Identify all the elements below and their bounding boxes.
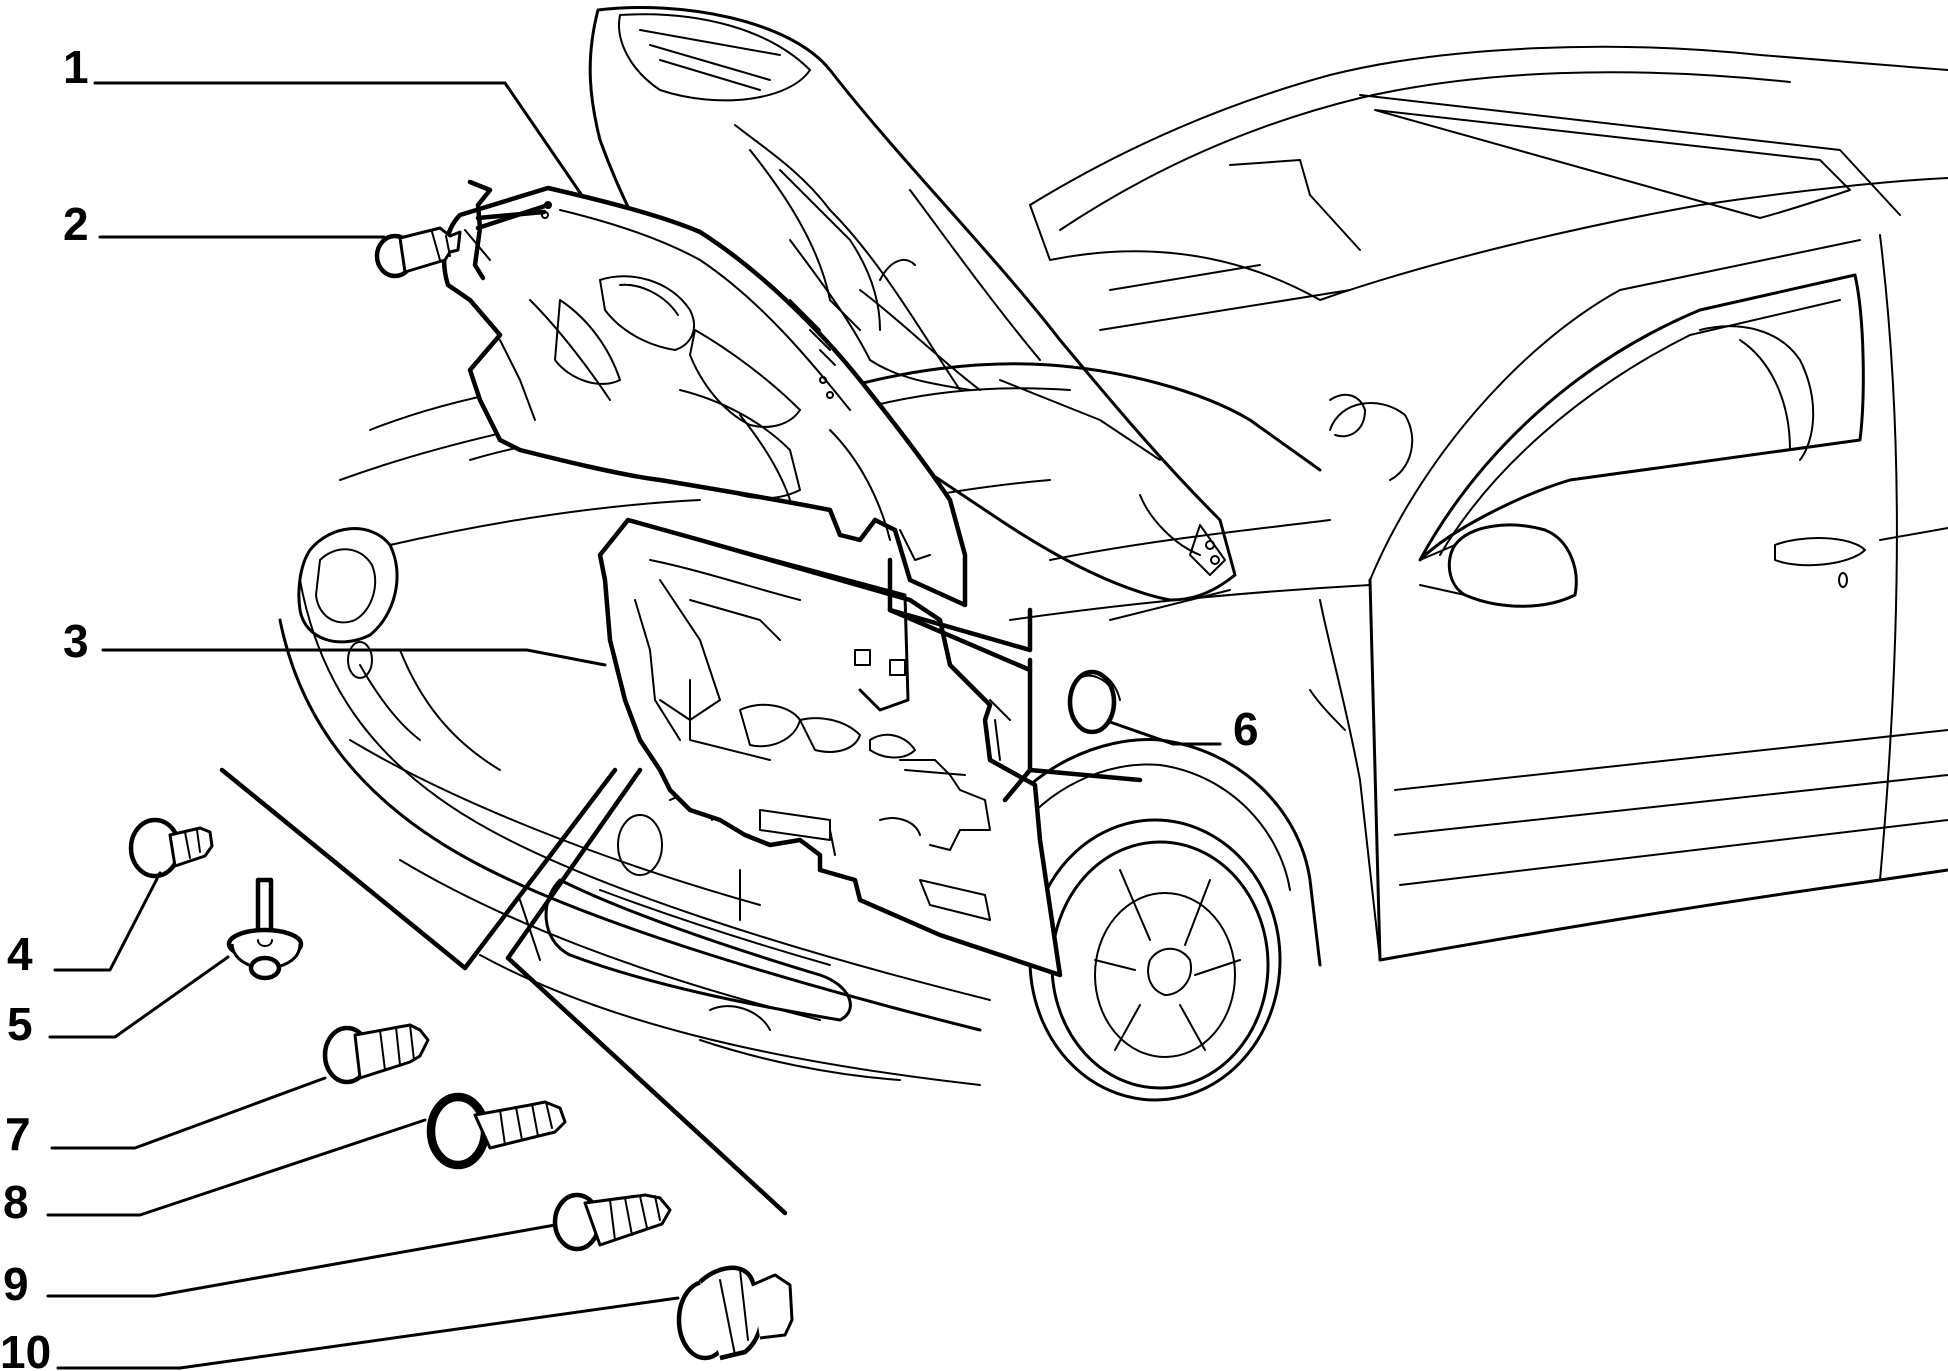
- callout-3: 3: [63, 615, 89, 667]
- hood-insulation-panel: [441, 185, 968, 608]
- part-5-stud: [226, 877, 304, 981]
- front-insulation-panel: [597, 517, 1063, 978]
- part-4-screw: [128, 817, 214, 879]
- callout-10: 10: [0, 1326, 51, 1371]
- callout-8: 8: [3, 1176, 29, 1228]
- callout-9: 9: [3, 1258, 29, 1310]
- leader-5: [48, 955, 230, 1039]
- part-10-collar-clip: [676, 1265, 794, 1361]
- callout-4: 4: [7, 928, 33, 980]
- callout-7: 7: [5, 1108, 31, 1160]
- leader-7: [50, 1076, 327, 1150]
- leader-3: [101, 648, 607, 667]
- leader-9: [46, 1223, 557, 1298]
- callout-5: 5: [7, 998, 33, 1050]
- part-2-clip: [374, 179, 551, 281]
- leader-6: [1108, 720, 1222, 746]
- callout-1: 1: [63, 41, 89, 93]
- callout-2: 2: [63, 198, 89, 250]
- leader-8: [46, 1118, 427, 1217]
- part-8-expanding-clip: [426, 1092, 567, 1170]
- leader-10: [56, 1296, 680, 1370]
- leader-lines: [46, 81, 1222, 1370]
- assembly-bracket-lines: [219, 557, 1143, 1216]
- callout-6: 6: [1233, 703, 1259, 755]
- leader-4: [53, 871, 162, 972]
- callout-numbers: 1 2 3 4 5 6 7 8 9 10: [0, 41, 1259, 1371]
- part-7-push-clip: [322, 1023, 430, 1085]
- part-6-plug: [1067, 669, 1121, 735]
- part-9-push-rivet: [552, 1192, 672, 1252]
- leader-1: [93, 81, 585, 199]
